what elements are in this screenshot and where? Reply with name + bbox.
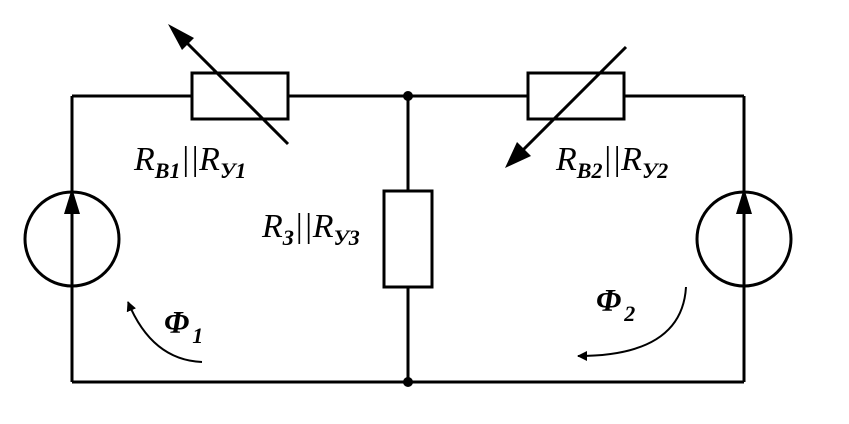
source-left [23,188,121,288]
label-r1-subscript-b: У1 [219,158,247,183]
resistor-variable-right [505,45,628,168]
label-r1-parallel: || [180,141,200,178]
label-r2-parallel: || [602,141,622,178]
label-r1-subscript-a: B1 [154,158,181,183]
resistor-variable-left [168,24,290,146]
label-flux-2-symbol: Φ [596,282,622,318]
label-r3-symbol-b: R [312,208,334,245]
label-flux-1-subscript: 1 [192,323,204,348]
label-r2-symbol-a: R [556,141,577,178]
label-resistor-left: RB1||RУ1 [134,141,246,182]
label-resistor-center: RЗ||RУ3 [262,208,360,249]
label-flux-1-symbol: Φ [164,304,190,340]
label-resistor-right: RB2||RУ2 [556,141,668,182]
junction-top [403,91,413,101]
label-r3-symbol-a: R [262,208,283,245]
label-r2-subscript-b: У2 [641,158,669,183]
label-r2-subscript-a: B2 [576,158,603,183]
label-r2-symbol-b: R [621,141,642,178]
label-r1-symbol-b: R [199,141,220,178]
source-right-arrow-icon [736,188,752,214]
flux-arrow-right-icon [577,286,687,361]
label-r3-subscript-b: У3 [333,225,360,250]
variable-arrow-left-icon [181,37,290,146]
label-r1-symbol-a: R [134,141,155,178]
label-r3-subscript-a: З [282,225,294,250]
source-left-arrow-icon [64,188,80,214]
flux-arrow-left-icon [126,301,203,363]
label-flux-2-subscript: 2 [624,301,636,326]
junction-bottom [403,377,413,387]
resistor-center [382,189,434,289]
label-r3-parallel: || [293,208,313,245]
variable-arrow-right-icon [518,45,628,155]
source-right [695,188,793,288]
